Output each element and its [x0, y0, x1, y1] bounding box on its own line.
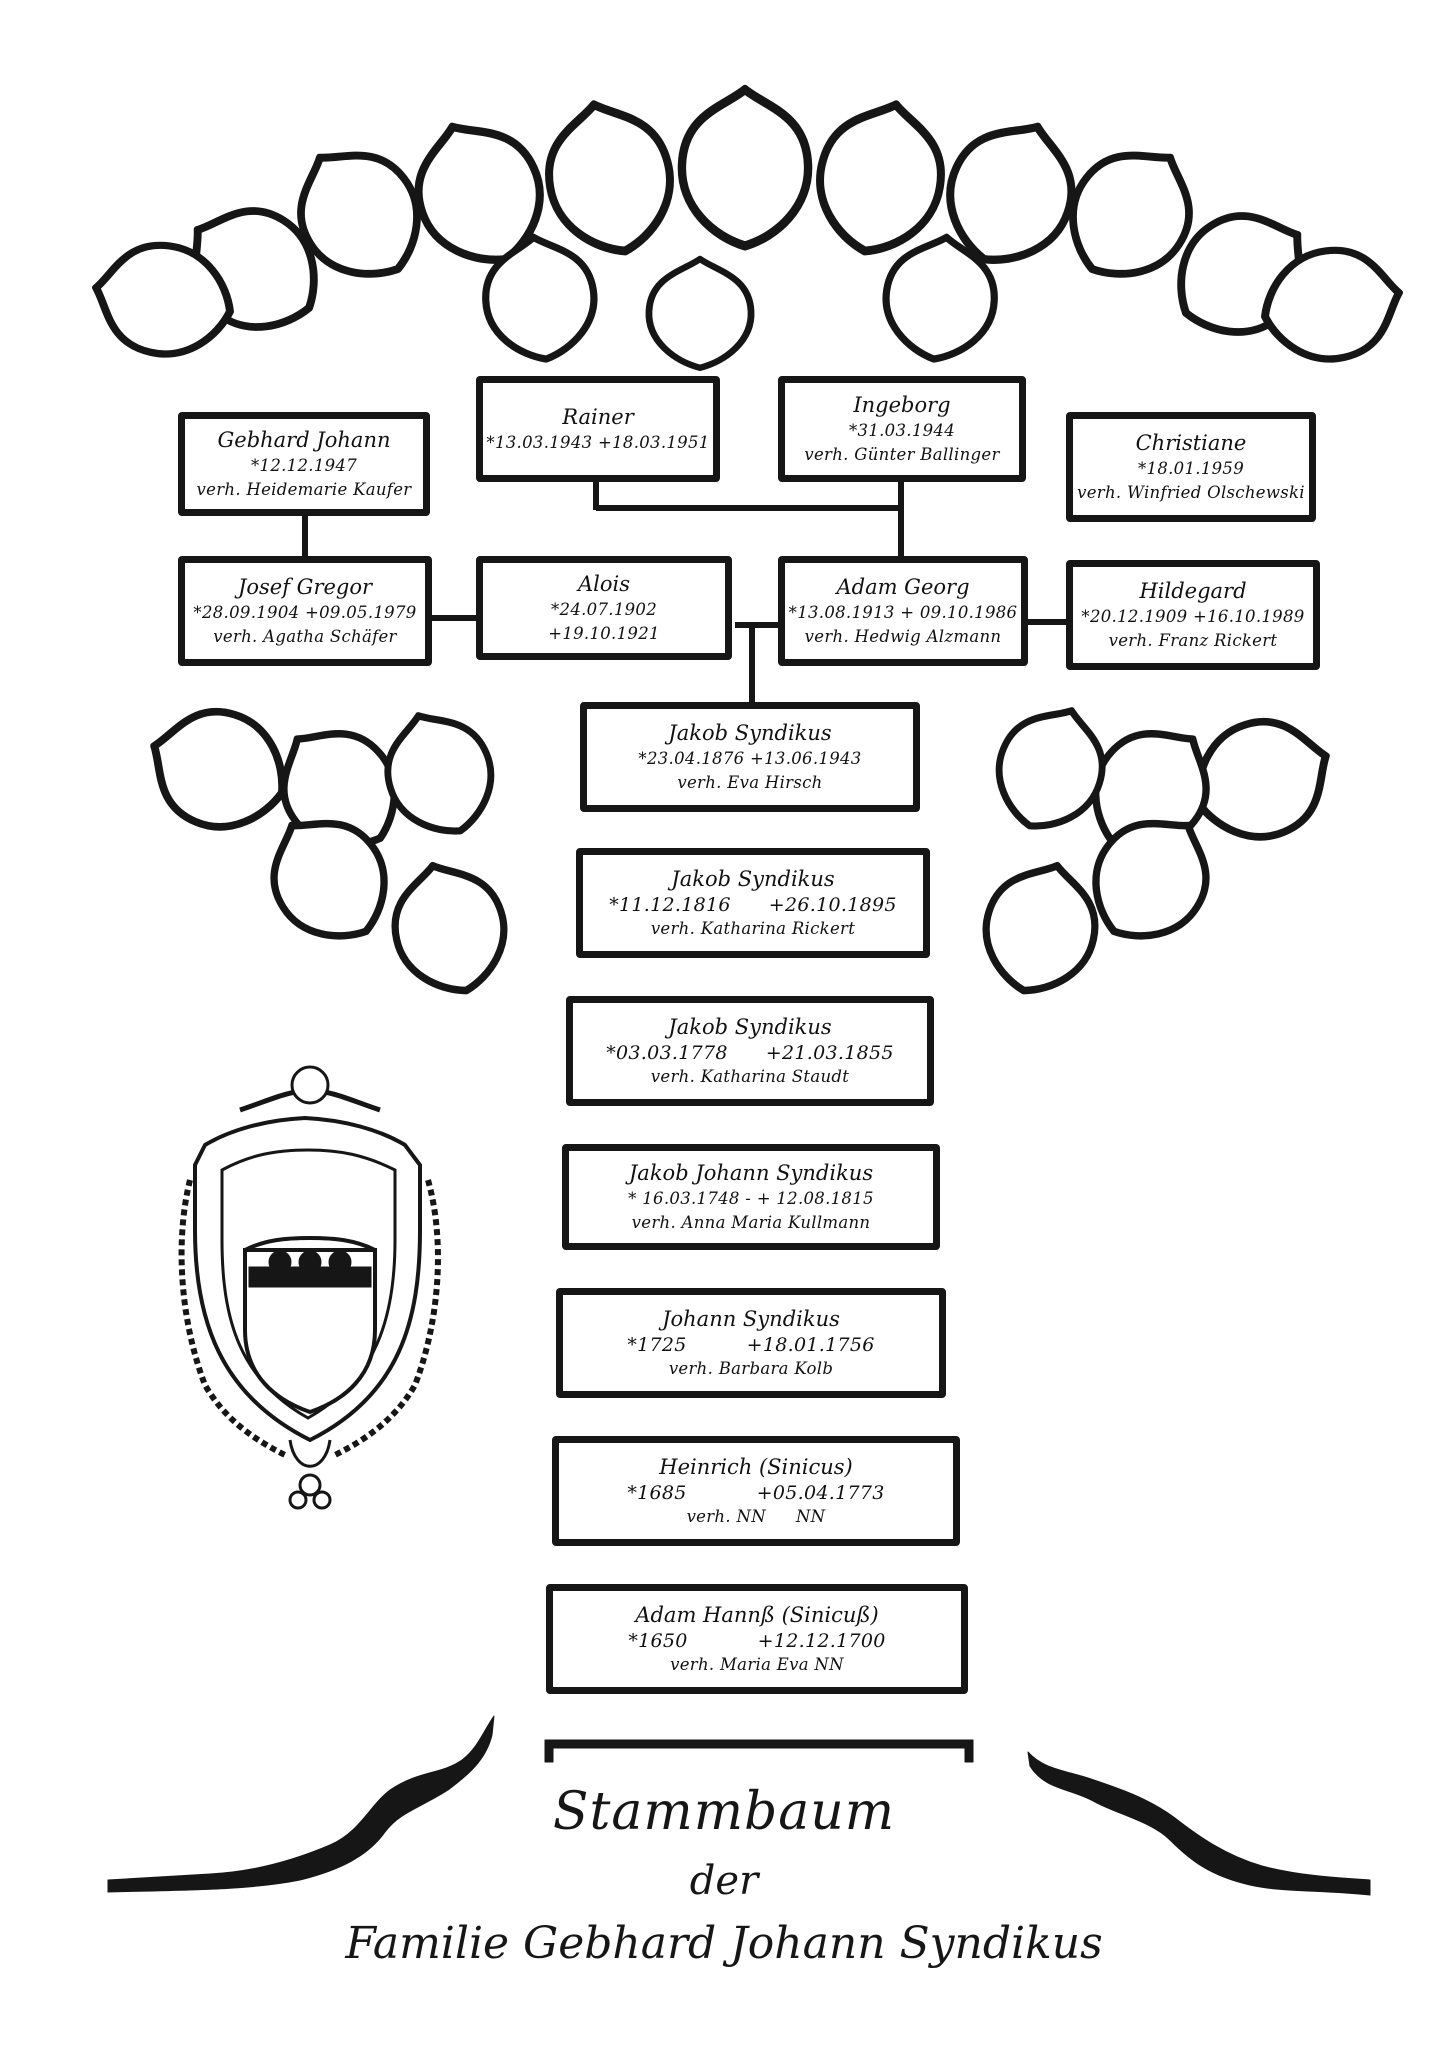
person-spouse: verh. Anna Maria Kullmann: [631, 1212, 871, 1232]
person-name: Josef Gregor: [237, 574, 373, 599]
lineage-box-3: Jakob Syndikus *03.03.1778+21.03.1855 ve…: [566, 996, 934, 1106]
person-died: +19.10.1921: [548, 623, 660, 643]
person-box-christiane: Christiane *18.01.1959 verh. Winfried Ol…: [1066, 412, 1316, 522]
person-name: Heinrich (Sinicus): [659, 1454, 853, 1479]
person-name: Jakob Syndikus: [668, 720, 832, 745]
person-dates: *1685+05.04.1773: [627, 1481, 885, 1504]
coat-of-arms: [178, 1065, 441, 1510]
person-box-josef-gregor: Josef Gregor *28.09.1904 +09.05.1979 ver…: [178, 556, 432, 666]
person-dates: *23.04.1876 +13.06.1943: [638, 748, 862, 768]
lineage-box-2: Jakob Syndikus *11.12.1816+26.10.1895 ve…: [576, 848, 930, 958]
lineage-box-5: Johann Syndikus *1725+18.01.1756 verh. B…: [556, 1288, 946, 1398]
person-name: Jakob Johann Syndikus: [628, 1160, 874, 1185]
crown-leaves: [87, 90, 1409, 370]
person-spouse: verh. Günter Ballinger: [804, 444, 1000, 464]
person-name: Gebhard Johann: [217, 427, 391, 452]
person-born: *18.01.1959: [1137, 458, 1245, 478]
lineage-box-1: Jakob Syndikus *23.04.1876 +13.06.1943 v…: [580, 702, 920, 812]
person-box-gebhard-johann: Gebhard Johann *12.12.1947 verh. Heidema…: [178, 412, 430, 516]
lineage-box-4: Jakob Johann Syndikus * 16.03.1748 - + 1…: [562, 1144, 940, 1250]
person-dates: *11.12.1816+26.10.1895: [609, 893, 897, 916]
person-dates: *13.03.1943 +18.03.1951: [486, 432, 710, 452]
footer-family-name: Familie Gebhard Johann Syndikus: [345, 1918, 1103, 1969]
person-spouse: verh. Heidemarie Kaufer: [196, 479, 412, 499]
tree-roots: [107, 1715, 1371, 1896]
person-dates: *03.03.1778+21.03.1855: [606, 1041, 894, 1064]
person-spouse: verh. Maria Eva NN: [670, 1654, 844, 1674]
person-name: Jakob Syndikus: [671, 866, 835, 891]
person-dates: *28.09.1904 +09.05.1979: [193, 602, 417, 622]
person-box-adam-georg: Adam Georg *13.08.1913 + 09.10.1986 verh…: [778, 556, 1028, 666]
person-name: Adam Hannß (Sinicuß): [635, 1602, 879, 1627]
lineage-box-7: Adam Hannß (Sinicuß) *1650+12.12.1700 ve…: [546, 1584, 968, 1694]
person-spouse: verh. Winfried Olschewski: [1077, 482, 1305, 502]
person-name: Johann Syndikus: [662, 1306, 840, 1331]
person-dates: *13.08.1913 + 09.10.1986: [788, 602, 1018, 622]
person-dates: *20.12.1909 +16.10.1989: [1081, 606, 1305, 626]
person-name: Rainer: [562, 404, 634, 429]
person-box-hildegard: Hildegard *20.12.1909 +16.10.1989 verh. …: [1066, 560, 1320, 670]
person-born: *31.03.1944: [848, 420, 956, 440]
person-spouse: verh. Agatha Schäfer: [213, 626, 397, 646]
person-spouse: verh. Eva Hirsch: [677, 772, 823, 792]
person-dates: *1725+18.01.1756: [627, 1333, 875, 1356]
person-spouse: verh. Barbara Kolb: [668, 1358, 834, 1378]
person-born: *24.07.1902: [550, 599, 658, 619]
person-dates: *1650+12.12.1700: [628, 1629, 886, 1652]
person-name: Ingeborg: [853, 392, 951, 417]
person-born: *12.12.1947: [250, 455, 358, 475]
connector-lines: [302, 460, 1076, 710]
person-dates: * 16.03.1748 - + 12.08.1815: [628, 1188, 874, 1208]
person-box-ingeborg: Ingeborg *31.03.1944 verh. Günter Ballin…: [778, 376, 1026, 482]
right-branch-leaves: [972, 693, 1346, 1004]
person-spouse: verh. Franz Rickert: [1108, 630, 1278, 650]
lineage-box-6: Heinrich (Sinicus) *1685+05.04.1773 verh…: [552, 1436, 960, 1546]
person-box-alois: Alois *24.07.1902 +19.10.1921: [476, 556, 732, 660]
person-name: Jakob Syndikus: [668, 1014, 832, 1039]
left-branch-leaves: [135, 692, 519, 1004]
footer-subtitle: der: [689, 1858, 759, 1904]
footer-title: Stammbaum: [552, 1782, 896, 1842]
person-name: Christiane: [1135, 430, 1247, 455]
person-box-rainer: Rainer *13.03.1943 +18.03.1951: [476, 376, 720, 482]
person-name: Alois: [577, 571, 631, 596]
person-spouse: verh. Hedwig Alzmann: [804, 626, 1002, 646]
person-name: Adam Georg: [836, 574, 970, 599]
person-spouse: verh. Katharina Rickert: [650, 918, 856, 938]
person-name: Hildegard: [1139, 578, 1247, 603]
person-spouse: verh. Katharina Staudt: [650, 1066, 850, 1086]
